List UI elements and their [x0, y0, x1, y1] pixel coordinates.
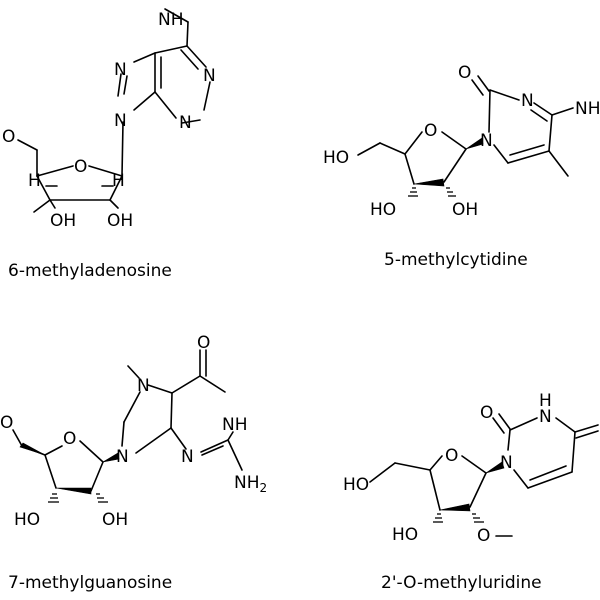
ribose-5-methylcytidine	[357, 131, 484, 197]
molecule-2-o-methyluridine: O N H N HO O HO O 2'-O-methyluridine	[343, 391, 599, 593]
ribose-7-methylguanosine	[12, 429, 120, 503]
molecule-name-7-methylguanosine: 7-methylguanosine	[8, 573, 172, 593]
atom-o5: O	[2, 127, 15, 147]
base-uracil	[492, 413, 599, 489]
atom-oh2: OH	[102, 510, 128, 530]
atom-n3: N	[521, 91, 534, 111]
atom-n9: N	[116, 447, 129, 467]
atom-n7: N	[137, 376, 150, 396]
atom-n3: N	[539, 407, 552, 427]
base-6-methyladenine	[117, 8, 211, 177]
atom-n1: N	[203, 66, 216, 86]
atom-o2: O	[480, 403, 493, 423]
atom-o5: O	[0, 413, 13, 433]
atom-nh2: NH2	[234, 473, 267, 495]
atom-h-right: H	[112, 171, 125, 191]
atom-h-left: H	[28, 171, 41, 191]
atom-oh2: OH	[107, 211, 133, 231]
atom-oh2: OH	[452, 200, 478, 220]
atom-oh3: OH	[50, 211, 76, 231]
atom-ring-o: O	[424, 121, 437, 141]
atom-n7: N	[114, 60, 127, 80]
atom-nh2: NH	[575, 99, 600, 119]
atom-h3: H	[539, 391, 552, 411]
base-5-methylcytosine	[471, 75, 574, 177]
molecule-name-2-o-methyluridine: 2'-O-methyluridine	[381, 573, 542, 593]
atom-nh1: NH	[222, 415, 248, 435]
atom-ho3: HO	[370, 200, 396, 220]
atom-ho3: HO	[392, 525, 418, 545]
atom-nh: NH	[158, 10, 184, 30]
atom-ho5: HO	[323, 148, 349, 168]
atom-o2: O	[458, 63, 471, 83]
molecule-6-methyladenosine: NH N N N N O O H H OH OH 6-methyladenosi…	[2, 8, 216, 281]
atom-n1: N	[500, 453, 513, 473]
molecule-5-methylcytidine: O N N NH HO O HO OH 5-methylcytidine	[323, 63, 600, 270]
base-7-methylguanine	[121, 349, 243, 471]
atom-n9: N	[114, 111, 127, 131]
ribose-2-o-methyluridine	[369, 455, 513, 537]
atom-ho5: HO	[343, 475, 369, 495]
atom-ring-o: O	[63, 429, 76, 449]
atom-n3: N	[181, 447, 194, 467]
molecule-name-6-methyladenosine: 6-methyladenosine	[8, 261, 172, 281]
atom-ho3: HO	[14, 510, 40, 530]
molecule-7-methylguanosine: N O NH N N NH2 O O HO OH 7-methylguanosi…	[0, 333, 267, 593]
atom-n3: N	[179, 113, 192, 133]
molecule-name-5-methylcytidine: 5-methylcytidine	[384, 250, 528, 270]
atom-ring-o: O	[74, 157, 87, 177]
atom-n1: N	[480, 131, 493, 151]
ribose-6-methyladenosine	[17, 139, 123, 213]
atom-ring-o: O	[445, 446, 458, 466]
atom-o-methoxy: O	[477, 526, 490, 546]
atom-o6: O	[197, 333, 210, 353]
